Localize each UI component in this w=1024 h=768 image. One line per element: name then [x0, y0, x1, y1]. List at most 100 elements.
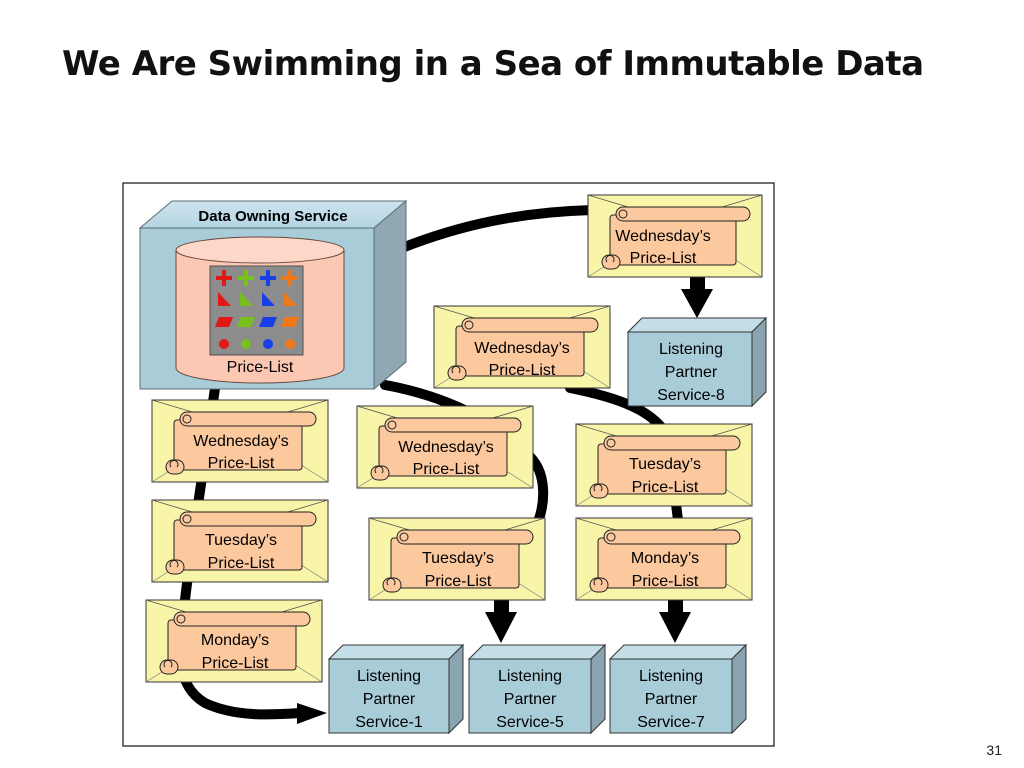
service-box-side — [373, 199, 407, 391]
triangle-symbol — [262, 292, 275, 306]
slide-number: 31 — [986, 742, 1002, 758]
price-symbols — [215, 270, 299, 349]
database-label: Price-List — [227, 359, 294, 376]
message-line-1: Wednesday’s — [398, 439, 493, 456]
message-line-2: Price-List — [425, 573, 492, 590]
message-line-2: Price-List — [489, 362, 556, 379]
listener-box-front — [609, 658, 733, 734]
listener-line-1: Listening — [357, 668, 421, 685]
envelope-shape — [356, 405, 534, 489]
message-envelope-monday-left: Monday’s Price-List — [145, 599, 323, 683]
flow-path-top — [397, 205, 597, 253]
envelope-shape — [575, 517, 753, 601]
scroll-top-curl — [399, 532, 409, 542]
message-line-2: Price-List — [632, 573, 699, 590]
price-list-database: Price-List — [175, 236, 345, 384]
scroll-top-roll — [396, 529, 534, 545]
arrow-down-to-service-8 — [681, 277, 713, 318]
scroll-bottom-curl — [169, 559, 179, 568]
parallelogram-symbol — [281, 317, 299, 327]
listener-line-3: Service-5 — [496, 714, 564, 731]
scroll-top-roll — [615, 206, 751, 222]
listener-box-shape — [467, 643, 607, 735]
cross-symbol — [216, 270, 232, 286]
data-owning-service-title: Data Owning Service — [198, 208, 347, 225]
triangle-symbol — [284, 292, 297, 306]
scroll-top-curl — [182, 414, 192, 424]
scroll-top-roll — [173, 611, 311, 627]
scroll-top-curl — [182, 514, 192, 524]
message-line-2: Price-List — [632, 479, 699, 496]
listener-box-top — [467, 644, 607, 660]
cross-symbol — [238, 270, 254, 286]
message-envelope-wednesday-mid: Wednesday’s Price-List — [433, 305, 611, 389]
envelope-shape — [433, 305, 611, 389]
circle-symbol — [285, 339, 295, 349]
triangle-symbol — [240, 292, 253, 306]
scroll-top-roll — [384, 417, 522, 433]
scroll-top-curl — [464, 320, 474, 330]
listener-box-top — [626, 317, 768, 333]
scroll-top-roll — [179, 411, 317, 427]
scroll-bottom-roll — [165, 459, 185, 475]
circle-symbol — [241, 339, 251, 349]
scroll-top-curl — [606, 438, 616, 448]
listener-line-3: Service-1 — [355, 714, 423, 731]
listener-line-2: Partner — [363, 691, 416, 708]
listener-box-shape — [327, 643, 465, 735]
database-cylinder-top — [175, 236, 345, 264]
listener-box-side — [448, 643, 464, 735]
message-envelope-wednesday-left: Wednesday’s Price-List — [151, 399, 329, 483]
triangle-symbol — [218, 292, 231, 306]
arrow-right-to-service-1 — [297, 703, 327, 724]
message-line-1: Tuesday’s — [422, 550, 494, 567]
listener-box-side — [731, 643, 747, 735]
envelope-shape — [151, 399, 329, 483]
parallelogram-symbol — [237, 317, 255, 327]
listener-box-side — [751, 316, 767, 408]
scroll-top-curl — [387, 420, 397, 430]
scroll-bottom-curl — [593, 577, 603, 586]
message-line-2: Price-List — [202, 655, 269, 672]
messages-layer: Wednesday’s Price-List Wednesday’s Price… — [145, 194, 763, 683]
flow-arrows — [297, 277, 713, 724]
cross-symbol — [282, 270, 298, 286]
scroll-top-curl — [606, 532, 616, 542]
circle-symbol — [263, 339, 273, 349]
listeners-layer: Listening Partner Service-8 Listening Pa… — [327, 316, 768, 735]
listener-box-top — [608, 644, 748, 660]
listener-line-2: Partner — [645, 691, 698, 708]
scroll-bottom-curl — [451, 365, 461, 374]
listener-line-1: Listening — [659, 341, 723, 358]
listener-line-1: Listening — [639, 668, 703, 685]
envelope-shape — [575, 423, 753, 507]
circle-symbol — [219, 339, 229, 349]
listener-box-side — [590, 643, 606, 735]
scroll-bottom-roll — [370, 465, 390, 481]
listener-box-top — [327, 644, 465, 660]
listener-box-front — [627, 331, 753, 407]
scroll-top-roll — [179, 511, 317, 527]
parallelogram-symbol — [259, 317, 277, 327]
scroll-bottom-curl — [593, 483, 603, 492]
scroll-bottom-roll — [165, 559, 185, 575]
scroll-bottom-roll — [589, 483, 609, 499]
listening-partner-service-1: Listening Partner Service-1 — [327, 643, 465, 735]
listener-line-3: Service-7 — [637, 714, 705, 731]
scroll-bottom-curl — [163, 659, 173, 668]
message-line-1: Wednesday’s — [193, 433, 288, 450]
scroll-bottom-curl — [386, 577, 396, 586]
message-envelope-wednesday-center: Wednesday’s Price-List — [356, 405, 534, 489]
scroll-bottom-roll — [447, 365, 467, 381]
message-line-2: Price-List — [208, 555, 275, 572]
listener-line-2: Partner — [504, 691, 557, 708]
arrow-down-to-service-7 — [659, 600, 691, 643]
flow-path-right-lower — [671, 499, 683, 525]
message-line-1: Monday’s — [201, 632, 269, 649]
message-line-1: Tuesday’s — [205, 532, 277, 549]
message-envelope-tuesday-left: Tuesday’s Price-List — [151, 499, 329, 583]
message-line-1: Wednesday’s — [474, 340, 569, 357]
envelope-shape — [151, 499, 329, 583]
envelope-shape — [368, 517, 546, 601]
